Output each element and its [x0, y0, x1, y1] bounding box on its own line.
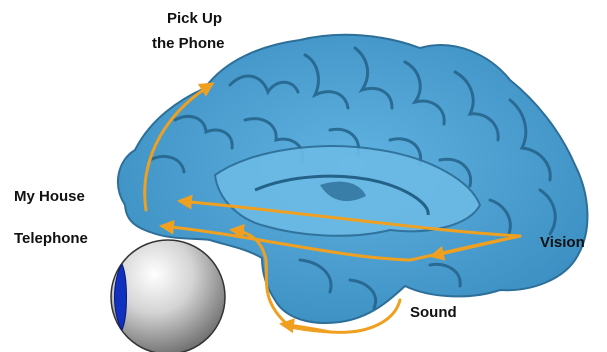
- eyeball-sphere-icon: [111, 240, 225, 352]
- label-pick-up-line1: Pick Up: [167, 10, 222, 28]
- label-pick-up-line2: the Phone: [152, 35, 225, 53]
- label-vision: Vision: [540, 234, 585, 252]
- label-telephone: Telephone: [14, 230, 88, 248]
- label-sound: Sound: [410, 304, 457, 322]
- label-my-house: My House: [14, 188, 85, 206]
